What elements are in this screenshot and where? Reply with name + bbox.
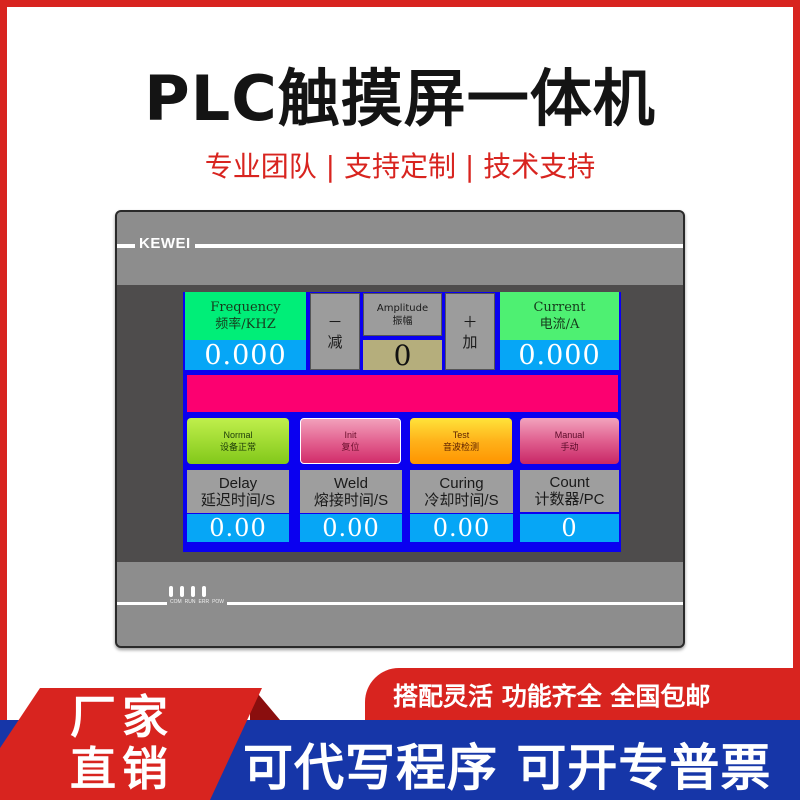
brand-logo: KEWEI bbox=[135, 235, 195, 252]
led-pow-indicator bbox=[202, 586, 206, 597]
frequency-label-cn: 频率/KHZ bbox=[215, 317, 276, 332]
weld-label: Weld 熔接时间/S bbox=[300, 470, 402, 513]
curing-label-en: Curing bbox=[439, 474, 484, 492]
product-title: PLC触摸屏一体机 bbox=[144, 62, 656, 135]
amplitude-value[interactable]: 0 bbox=[363, 339, 442, 372]
led-labels: COM RUN ERR POW bbox=[167, 599, 228, 605]
status-leds bbox=[169, 586, 206, 597]
manual-label-cn: 手动 bbox=[560, 442, 579, 452]
count-label: Count 计数器/PC bbox=[520, 470, 619, 512]
device-top-strip: KEWEI bbox=[117, 212, 683, 285]
device-bottom-strip: COM RUN ERR POW bbox=[117, 562, 683, 646]
led-com-indicator bbox=[169, 586, 173, 597]
delay-label-en: Delay bbox=[218, 474, 258, 492]
product-subtitle: 专业团队 | 支持定制 | 技术支持 bbox=[204, 150, 596, 183]
delay-value-input[interactable]: 0.00 bbox=[187, 514, 289, 542]
normal-mode-button[interactable]: Normal 设备正常 bbox=[187, 418, 289, 464]
led-err-indicator bbox=[191, 586, 195, 597]
weld-label-cn: 熔接时间/S bbox=[313, 491, 389, 509]
led-label-pow: POW bbox=[212, 599, 225, 605]
bottom-line bbox=[117, 602, 683, 605]
led-label-err: ERR bbox=[198, 599, 210, 605]
weld-label-en: Weld bbox=[334, 474, 368, 492]
curing-label-cn: 冷却时间/S bbox=[424, 491, 499, 509]
alarm-status-bar bbox=[187, 375, 618, 412]
init-label-cn: 复位 bbox=[341, 442, 360, 452]
frequency-value: 0.000 bbox=[185, 340, 306, 371]
increase-button[interactable]: ＋ 加 bbox=[445, 293, 495, 370]
count-value: 0 bbox=[520, 514, 619, 542]
decrease-label: 减 bbox=[327, 332, 343, 351]
current-label-cn: 电流/A bbox=[539, 317, 580, 332]
direct-sales-line1: 厂家 bbox=[70, 690, 174, 744]
normal-label-cn: 设备正常 bbox=[219, 442, 256, 452]
init-label-en: Init bbox=[344, 430, 357, 440]
count-label-cn: 计数器/PC bbox=[534, 491, 605, 508]
init-reset-button[interactable]: Init 复位 bbox=[300, 418, 401, 464]
current-label-en: Current bbox=[533, 300, 586, 315]
plus-icon: ＋ bbox=[462, 312, 478, 331]
decrease-button[interactable]: － 减 bbox=[310, 293, 360, 370]
led-label-com: COM bbox=[170, 599, 182, 605]
led-run-indicator bbox=[180, 586, 184, 597]
minus-icon: － bbox=[327, 312, 343, 331]
delay-label-cn: 延迟时间/S bbox=[200, 491, 276, 509]
weld-value-input[interactable]: 0.00 bbox=[300, 514, 402, 542]
manual-label-en: Manual bbox=[554, 430, 585, 440]
hmi-screen: Frequency 频率/KHZ 0.000 － 减 Amplitude 振幅 … bbox=[183, 292, 621, 552]
test-label-en: Test bbox=[452, 430, 470, 440]
delay-label: Delay 延迟时间/S bbox=[187, 470, 289, 513]
slogan-text: 可代写程序 可开专普票 bbox=[243, 739, 772, 797]
test-label-cn: 音波检测 bbox=[442, 442, 479, 452]
current-header: Current 电流/A bbox=[500, 292, 619, 340]
amplitude-header: Amplitude 振幅 bbox=[363, 293, 442, 336]
curing-value-input[interactable]: 0.00 bbox=[410, 514, 513, 542]
amplitude-label-en: Amplitude bbox=[376, 302, 429, 314]
frequency-header: Frequency 频率/KHZ bbox=[185, 292, 306, 340]
amplitude-label-cn: 振幅 bbox=[392, 315, 413, 327]
manual-mode-button[interactable]: Manual 手动 bbox=[520, 418, 619, 464]
led-label-run: RUN bbox=[184, 599, 196, 605]
test-button[interactable]: Test 音波检测 bbox=[410, 418, 512, 464]
count-label-en: Count bbox=[549, 474, 590, 491]
curing-label: Curing 冷却时间/S bbox=[410, 470, 513, 513]
direct-sales-line2: 直销 bbox=[70, 742, 174, 796]
brand-line bbox=[117, 244, 683, 248]
features-text: 搭配灵活 功能齐全 全国包邮 bbox=[393, 682, 711, 711]
features-badge: 搭配灵活 功能齐全 全国包邮 bbox=[365, 668, 800, 720]
increase-label: 加 bbox=[462, 332, 478, 351]
current-value: 0.000 bbox=[500, 340, 619, 371]
frequency-label-en: Frequency bbox=[210, 300, 281, 315]
direct-sales-tab: 厂家 直销 bbox=[0, 688, 262, 800]
normal-label-en: Normal bbox=[223, 430, 253, 440]
